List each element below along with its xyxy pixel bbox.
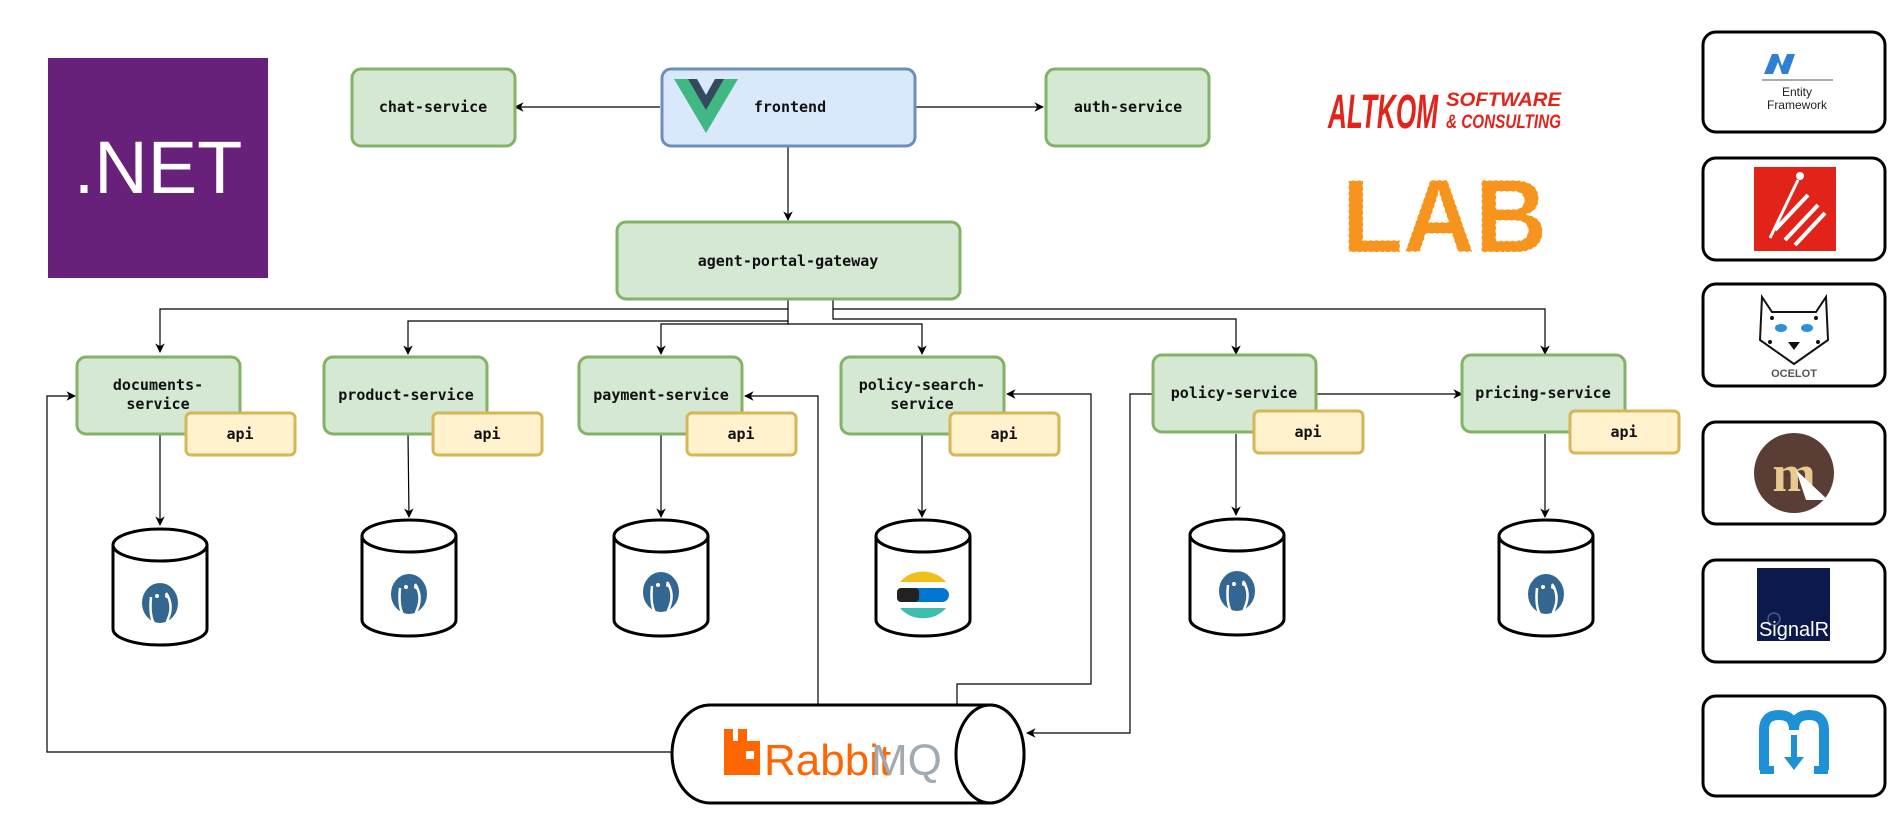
rabbitmq-text-rabbit: Rabbit [764, 736, 891, 785]
edge-rabbit-payment [744, 391, 819, 705]
frontend-label: frontend [754, 98, 826, 116]
database-product [360, 518, 458, 638]
rabbitmq-queue: Rabbit MQ [670, 703, 1026, 805]
ocelot-icon [1758, 293, 1830, 366]
tech-tool-red [1701, 156, 1887, 262]
database-policy-search [874, 518, 972, 638]
pricing-service-label: pricing-service [1475, 384, 1610, 402]
edge-rabbit-policy-search [956, 389, 1092, 705]
edge-gateway-pricing [833, 308, 1550, 355]
signalr-icon [1757, 568, 1830, 641]
edge-product-db [404, 433, 414, 518]
node-frontend[interactable]: frontend [660, 67, 917, 148]
api-badge-documents[interactable]: api [184, 411, 297, 457]
svg-text:& CONSULTING: & CONSULTING [1446, 112, 1561, 133]
svg-text:api: api [1294, 423, 1321, 441]
svg-text:api: api [727, 425, 754, 443]
policy-service-label: policy-service [1171, 384, 1297, 402]
edge-policy-rabbit [1026, 393, 1153, 738]
database-pricing [1497, 518, 1595, 638]
svg-text:api: api [473, 425, 500, 443]
rabbitmq-logo: Rabbit MQ [724, 729, 942, 785]
edge-rabbit-documents [46, 391, 672, 753]
entity-framework-icon [1764, 54, 1795, 74]
api-badge-policy[interactable]: api [1252, 409, 1365, 455]
node-chat-service[interactable]: chat-service [350, 67, 517, 148]
dotnet-logo-text: .NET [74, 126, 243, 209]
chat-service-label: chat-service [379, 98, 487, 116]
node-agent-portal-gateway[interactable]: agent-portal-gateway [615, 220, 962, 301]
tech-entity-framework: Entity Framework [1701, 30, 1887, 134]
policy-search-service-label-2: service [890, 395, 953, 413]
database-documents [111, 527, 209, 647]
edge-gateway-policy-search [788, 323, 927, 355]
policy-search-service-label-1: policy-search- [859, 376, 985, 394]
svg-text:api: api [1610, 423, 1637, 441]
edge-gateway-payment [656, 321, 789, 355]
svg-text:api: api [226, 425, 253, 443]
elasticsearch-icon [897, 571, 949, 619]
documents-service-label-1: documents- [113, 376, 203, 394]
svg-text:SOFTWARE: SOFTWARE [1446, 90, 1562, 111]
ocelot-text: OCELOT [1771, 368, 1817, 380]
svg-text:api: api [990, 425, 1017, 443]
product-service-label: product-service [338, 386, 473, 404]
vue-icon [674, 79, 738, 133]
api-badge-payment[interactable]: api [685, 411, 798, 457]
svg-text:Entity: Entity [1782, 85, 1812, 99]
lab-logo: LAB [1342, 159, 1548, 276]
edge-gateway-policy [832, 299, 1241, 355]
lab-logo-text: LAB [1342, 159, 1547, 275]
tech-masstransit [1701, 694, 1887, 798]
tech-ocelot: OCELOT [1701, 282, 1887, 388]
connectors [46, 102, 1550, 753]
edge-gateway-product [403, 309, 789, 355]
dotnet-logo: .NET [48, 58, 268, 278]
api-badge-product[interactable]: api [431, 411, 544, 457]
rabbitmq-text-mq: MQ [871, 736, 942, 785]
altkom-logo-text: ALTKOM [1327, 86, 1438, 139]
api-badge-pricing[interactable]: api [1568, 409, 1681, 455]
api-badge-policy-search[interactable]: api [948, 411, 1061, 457]
altkom-logo: ALTKOM SOFTWARE & CONSULTING [1327, 86, 1562, 139]
payment-service-label: payment-service [593, 386, 728, 404]
svg-text:Framework: Framework [1767, 98, 1828, 112]
edge-gateway-documents [155, 299, 789, 353]
auth-service-label: auth-service [1074, 98, 1182, 116]
node-auth-service[interactable]: auth-service [1044, 67, 1211, 148]
tech-signalr: SignalR [1701, 558, 1887, 664]
signalr-text: SignalR [1759, 619, 1829, 641]
masstransit-icon [1759, 709, 1829, 774]
documents-service-label-2: service [126, 395, 189, 413]
tech-marten: m [1701, 420, 1887, 526]
gateway-label: agent-portal-gateway [698, 252, 879, 270]
database-policy [1188, 517, 1286, 637]
database-payment [612, 518, 710, 638]
